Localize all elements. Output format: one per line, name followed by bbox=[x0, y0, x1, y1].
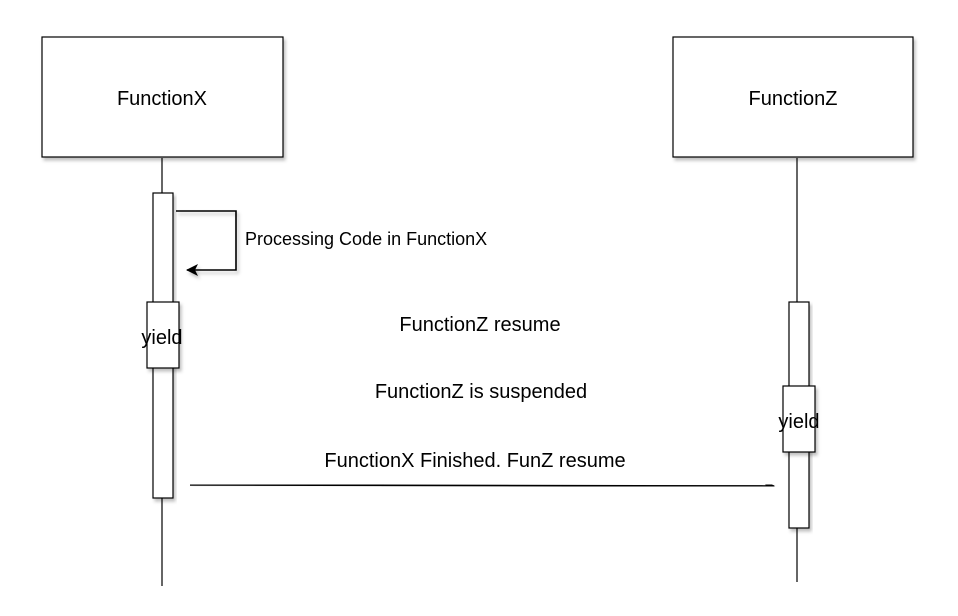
message-finished[interactable]: FunctionX Finished. FunZ resume bbox=[189, 450, 775, 492]
participant-functionx-label: FunctionX bbox=[117, 88, 207, 110]
message-resume[interactable]: FunctionZ resume bbox=[198, 314, 783, 354]
message-suspended-label: FunctionZ is suspended bbox=[375, 381, 587, 403]
functionz-yield-activation: yield bbox=[778, 385, 820, 453]
participant-functionz[interactable]: FunctionZ bbox=[672, 36, 914, 158]
message-resume-label: FunctionZ resume bbox=[399, 314, 560, 336]
message-finished-label: FunctionX Finished. FunZ resume bbox=[324, 450, 625, 472]
message-self-call-label: Processing Code in FunctionX bbox=[245, 229, 487, 249]
participant-functionz-label: FunctionZ bbox=[749, 88, 838, 110]
functionx-yield-label: yield bbox=[141, 327, 182, 349]
participant-functionx[interactable]: FunctionX bbox=[41, 36, 284, 158]
message-suspended[interactable]: FunctionZ is suspended bbox=[179, 381, 778, 425]
functionz-yield-label: yield bbox=[778, 411, 819, 433]
message-self-call[interactable]: Processing Code in FunctionX bbox=[176, 210, 487, 276]
functionx-yield-activation: yield bbox=[141, 301, 183, 369]
